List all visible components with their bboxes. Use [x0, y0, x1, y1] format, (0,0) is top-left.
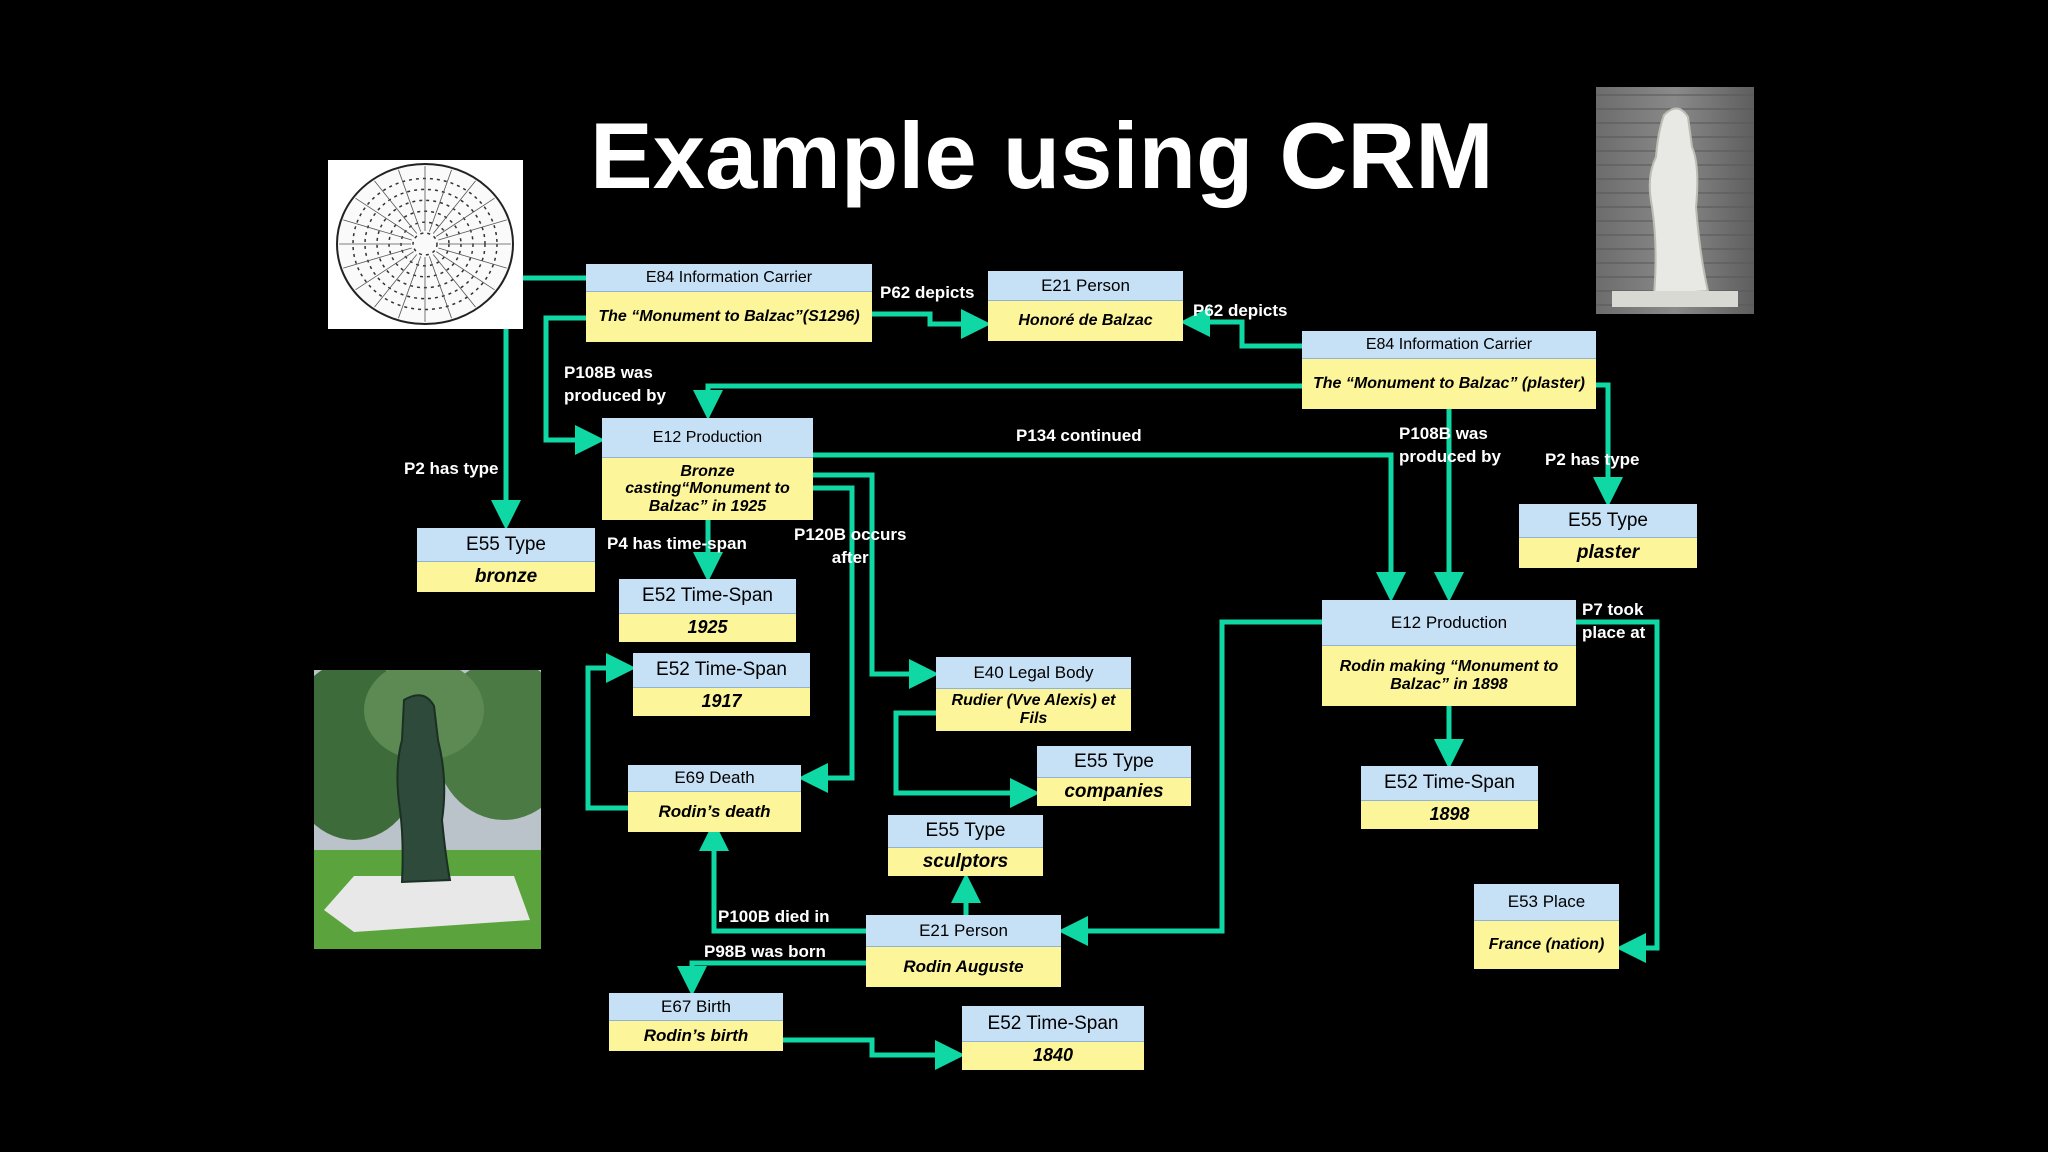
node-class-label: E55 Type	[1037, 746, 1191, 778]
node-class-label: E55 Type	[888, 815, 1043, 848]
node-value-label: The “Monument to Balzac” (plaster)	[1302, 359, 1596, 409]
node-value-label: Rodin’s death	[628, 792, 801, 832]
slide-title: Example using CRM Core	[590, 100, 1590, 220]
node-value-label: Rodin’s birth	[609, 1021, 783, 1051]
arrow-p62-right	[1180, 307, 1302, 349]
slide-title-line-1: Example using CRM	[590, 103, 1494, 208]
node-value-label: Rodin making “Monument to Balzac” in 189…	[1322, 646, 1576, 706]
arrow-p98b	[677, 960, 866, 996]
plaster-statue-image	[1596, 87, 1754, 314]
arrow-p100b	[699, 821, 866, 934]
node-value-label: 1917	[633, 688, 810, 716]
edge-label-p134: P134 continued	[1016, 426, 1142, 445]
node-class-label: E21 Person	[866, 915, 1061, 947]
arrow-production-to-rodin	[1058, 619, 1322, 946]
arrow-carrier-to-production	[543, 315, 605, 455]
node-class-label: E21 Person	[988, 271, 1183, 301]
node-value-label: France (nation)	[1474, 921, 1619, 969]
arrow-p7	[1576, 619, 1660, 963]
node-class-label: E12 Production	[1322, 600, 1576, 646]
arrow-production-to-legal-body	[813, 472, 939, 689]
node-value-label: 1898	[1361, 801, 1538, 829]
slide-title-line-2: Core	[590, 210, 804, 220]
arrow-p62-left	[872, 309, 991, 339]
node-value-label: companies	[1037, 778, 1191, 806]
node-class-label: E55 Type	[417, 528, 595, 562]
arrow-p134	[813, 452, 1406, 602]
node-value-label: 1925	[619, 614, 796, 642]
node-class-label: E12 Production	[602, 418, 813, 458]
node-class-label: E52 Time-Span	[619, 579, 796, 614]
edge-label-p62-left: P62 depicts	[880, 283, 975, 302]
arrow-birth-to-1840	[783, 1037, 965, 1070]
node-value-label: Rudier (Vve Alexis) et Fils	[936, 689, 1131, 731]
arrow-legal-body-to-companies	[893, 710, 1040, 808]
edge-label-p62-right: P62 depicts	[1193, 301, 1288, 320]
node-class-label: E55 Type	[1519, 504, 1697, 538]
phaistos-disc-image	[328, 160, 523, 329]
edge-label-p2-left: P2 has type	[404, 459, 499, 478]
arrow-p2-right	[1593, 382, 1623, 507]
node-class-label: E84 Information Carrier	[586, 264, 872, 292]
arrow-p108b-left	[693, 383, 1302, 420]
node-class-label: E53 Place	[1474, 884, 1619, 921]
node-value-label: 1840	[962, 1042, 1144, 1070]
node-class-label: E67 Birth	[609, 993, 783, 1021]
node-value-label: Honoré de Balzac	[988, 301, 1183, 341]
arrow-p120b	[798, 485, 855, 793]
node-class-label: E52 Time-Span	[962, 1006, 1144, 1042]
node-class-label: E84 Information Carrier	[1302, 331, 1596, 359]
node-class-label: E40 Legal Body	[936, 657, 1131, 689]
node-value-label: plaster	[1519, 538, 1697, 568]
node-value-label: bronze	[417, 562, 595, 592]
node-value-label: The “Monument to Balzac”(S1296)	[586, 292, 872, 342]
node-class-label: E52 Time-Span	[633, 653, 810, 688]
edge-label-p4: P4 has time-span	[607, 534, 747, 553]
edge-label-p98b: P98B was born	[704, 942, 826, 961]
node-value-label: Bronze casting“Monument to Balzac” in 19…	[602, 458, 813, 520]
bronze-statue-garden-image	[314, 670, 541, 949]
node-class-label: E69 Death	[628, 765, 801, 792]
edge-label-p2-right: P2 has type	[1545, 450, 1640, 469]
node-class-label: E52 Time-Span	[1361, 766, 1538, 801]
node-value-label: Rodin Auguste	[866, 947, 1061, 987]
node-value-label: sculptors	[888, 848, 1043, 876]
edge-label-p100b: P100B died in	[718, 907, 830, 926]
arrow-death-to-1917	[585, 653, 636, 811]
